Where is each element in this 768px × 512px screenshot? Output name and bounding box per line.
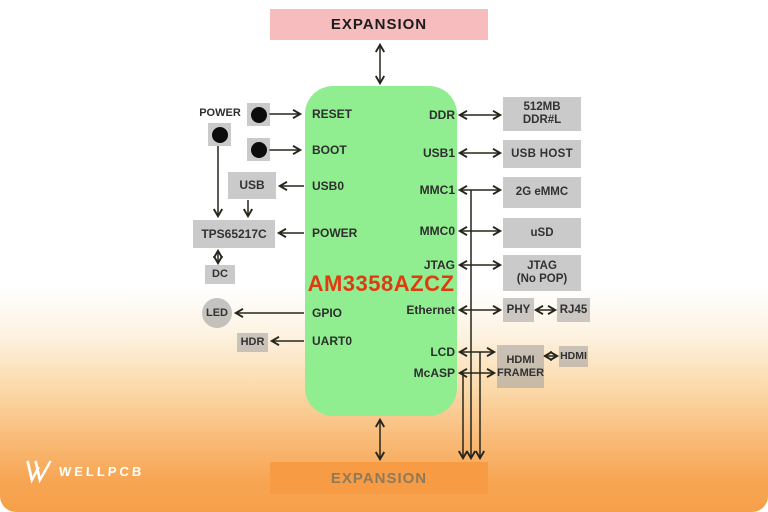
expansion-bottom-box: EXPANSION	[270, 462, 488, 494]
hdmi-framer-box: HDMI FRAMER	[497, 345, 544, 388]
ddr-memory-line2: DDR#L	[522, 114, 562, 126]
ddr-memory-line1: 512MB	[523, 101, 561, 113]
soc-name: AM3358AZCZ	[307, 271, 455, 296]
dc-jack-box: DC	[205, 265, 235, 284]
wellpcb-w-icon	[26, 460, 52, 484]
jtag-nopop-line2: (No POP)	[516, 273, 568, 285]
hdmi-framer-line1: HDMI	[506, 353, 535, 366]
reset-button	[247, 103, 270, 126]
power-button	[208, 123, 231, 146]
soc-pin-usb0: USB0	[312, 179, 345, 193]
wellpcb-logo-text: WELLPCB	[58, 463, 145, 479]
boot-button	[247, 138, 270, 161]
rj45-box: RJ45	[557, 298, 590, 322]
hdmi-framer-line2: FRAMER	[496, 366, 545, 379]
soc-pin-jtag: JTAG	[423, 258, 455, 272]
soc-pin-reset: RESET	[312, 107, 353, 121]
power-button-cap-icon	[211, 126, 228, 143]
led-indicator: LED	[202, 298, 232, 328]
soc-pin-usb1: USB1	[422, 146, 455, 160]
boot-button-cap-icon	[250, 141, 267, 158]
usd-box: uSD	[503, 218, 581, 248]
soc-pin-mmc0: MMC0	[419, 224, 455, 238]
expansion-top-box: EXPANSION	[270, 9, 488, 40]
phy-box: PHY	[503, 298, 534, 322]
emmc-box: 2G eMMC	[503, 177, 581, 208]
hdmi-connector-box: HDMI	[559, 346, 588, 367]
usb-host-box: USB HOST	[503, 140, 581, 168]
soc-pin-mcasp: McASP	[413, 366, 455, 380]
pmic-box: TPS65217C	[193, 220, 275, 248]
soc-block	[305, 86, 457, 416]
usb-connector-box: USB	[228, 172, 276, 199]
power-button-label: POWER	[199, 107, 241, 119]
wellpcb-logo: WELLPCB	[22, 458, 145, 484]
reset-button-cap-icon	[250, 106, 267, 123]
ddr-memory-box: 512MB DDR#L	[503, 97, 581, 131]
soc-pin-power: POWER	[312, 226, 358, 240]
uart-header-box: HDR	[237, 333, 268, 352]
soc-pin-ddr: DDR	[429, 108, 455, 122]
soc-pin-ethernet: Ethernet	[406, 303, 455, 317]
soc-pin-uart0: UART0	[312, 334, 353, 348]
jtag-nopop-line1: JTAG	[527, 260, 557, 272]
jtag-nopop-box: JTAG (No POP)	[503, 255, 581, 291]
soc-pin-lcd: LCD	[430, 345, 455, 359]
soc-pin-gpio: GPIO	[312, 306, 343, 320]
soc-pin-boot: BOOT	[312, 143, 347, 157]
soc-pin-mmc1: MMC1	[419, 183, 455, 197]
